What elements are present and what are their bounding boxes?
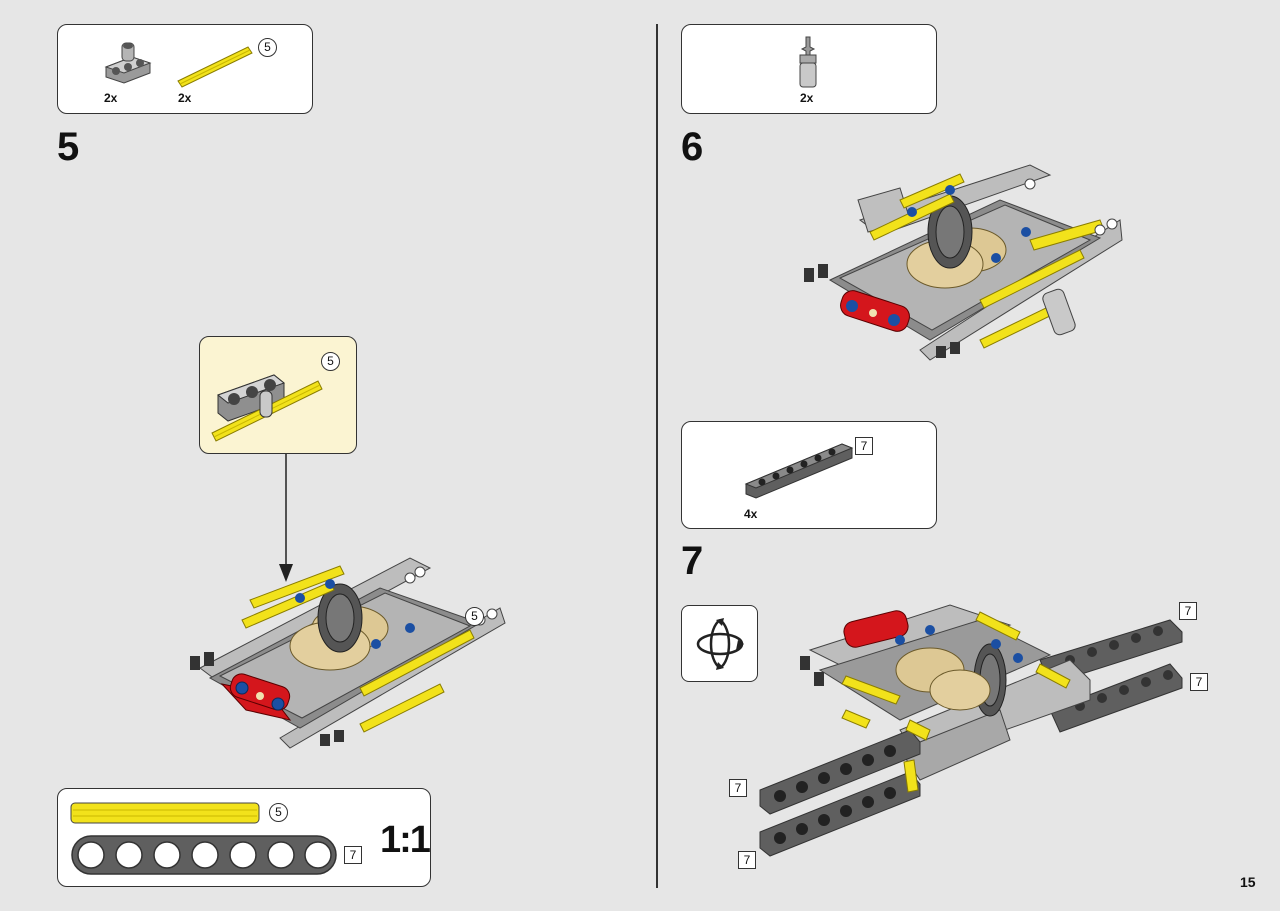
part-qty: 4x — [744, 507, 758, 521]
axle-5-icon — [177, 46, 253, 88]
scale-label: 1:1 — [380, 819, 431, 861]
parts-list-step-7: 7 4x — [681, 421, 937, 529]
axle-5-scale-icon — [70, 802, 260, 824]
beam-7-scale-icon — [71, 835, 337, 875]
scale-reference-box: 5 7 1:1 — [57, 788, 431, 887]
sub-assembly-callout: 5 — [199, 336, 357, 454]
axle-length-badge: 5 — [269, 803, 288, 822]
parts-list-step-5: 2x 2x 5 — [57, 24, 313, 114]
placement-arrow — [279, 454, 293, 582]
connector-with-axle-icon — [211, 374, 323, 442]
step-number: 6 — [681, 125, 704, 169]
beam-length-badge: 7 — [729, 779, 747, 797]
beam-length-badge: 7 — [855, 437, 873, 455]
beam-7-icon — [744, 443, 854, 499]
parts-list-step-6: 2x — [681, 24, 937, 114]
part-qty: 2x — [800, 91, 814, 105]
step-number: 7 — [681, 539, 704, 583]
step-6-assembly — [804, 164, 1123, 361]
step-7-assembly — [759, 604, 1183, 857]
axle-pin-icon — [799, 36, 817, 88]
part-qty: 2x — [104, 91, 118, 105]
beam-length-badge: 7 — [1179, 602, 1197, 620]
axle-length-badge: 5 — [258, 38, 277, 57]
page-number: 15 — [1240, 874, 1256, 890]
rotate-arrows-icon — [696, 618, 744, 670]
step-5-assembly — [190, 557, 506, 749]
axle-length-badge: 5 — [321, 352, 340, 371]
step-number: 5 — [57, 125, 80, 169]
part-qty: 2x — [178, 91, 192, 105]
beam-length-badge: 7 — [344, 846, 362, 864]
page-divider — [656, 24, 658, 888]
axle-length-badge: 5 — [465, 607, 484, 626]
rotate-model-icon — [681, 605, 758, 682]
connector-icon — [104, 42, 152, 84]
beam-length-badge: 7 — [738, 851, 756, 869]
beam-length-badge: 7 — [1190, 673, 1208, 691]
